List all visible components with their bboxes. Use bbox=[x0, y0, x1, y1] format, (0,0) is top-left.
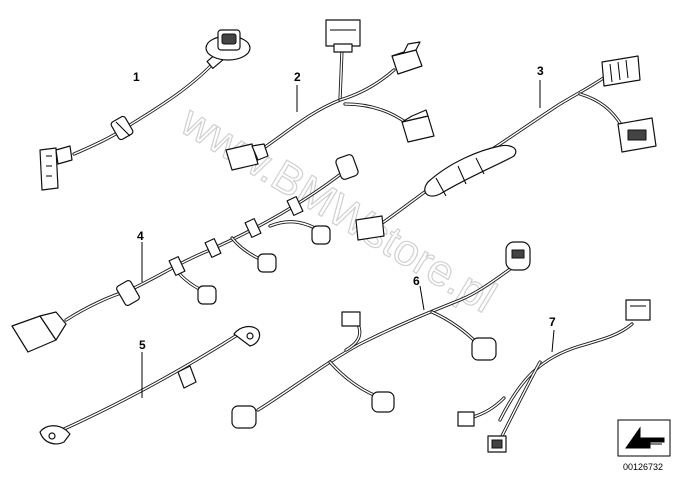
harness-7 bbox=[457, 299, 651, 453]
drawing-number: 00126732 bbox=[623, 462, 663, 472]
part-label-7: 7 bbox=[549, 315, 556, 329]
harness-2 bbox=[225, 19, 435, 171]
part-label-4: 4 bbox=[137, 229, 144, 243]
part-label-3: 3 bbox=[537, 64, 544, 78]
watermark-text: www.BMWstore.pl bbox=[172, 96, 504, 322]
harness-4 bbox=[11, 154, 359, 353]
part-label-2: 2 bbox=[294, 70, 301, 84]
arrow-corner-icon bbox=[617, 419, 671, 457]
harness-6 bbox=[231, 241, 531, 429]
harness-5 bbox=[39, 325, 261, 445]
part-label-6: 6 bbox=[413, 274, 420, 288]
part-label-1: 1 bbox=[133, 70, 140, 84]
harness-3 bbox=[355, 55, 657, 241]
harness-1 bbox=[39, 29, 251, 191]
part-label-5: 5 bbox=[139, 338, 146, 352]
